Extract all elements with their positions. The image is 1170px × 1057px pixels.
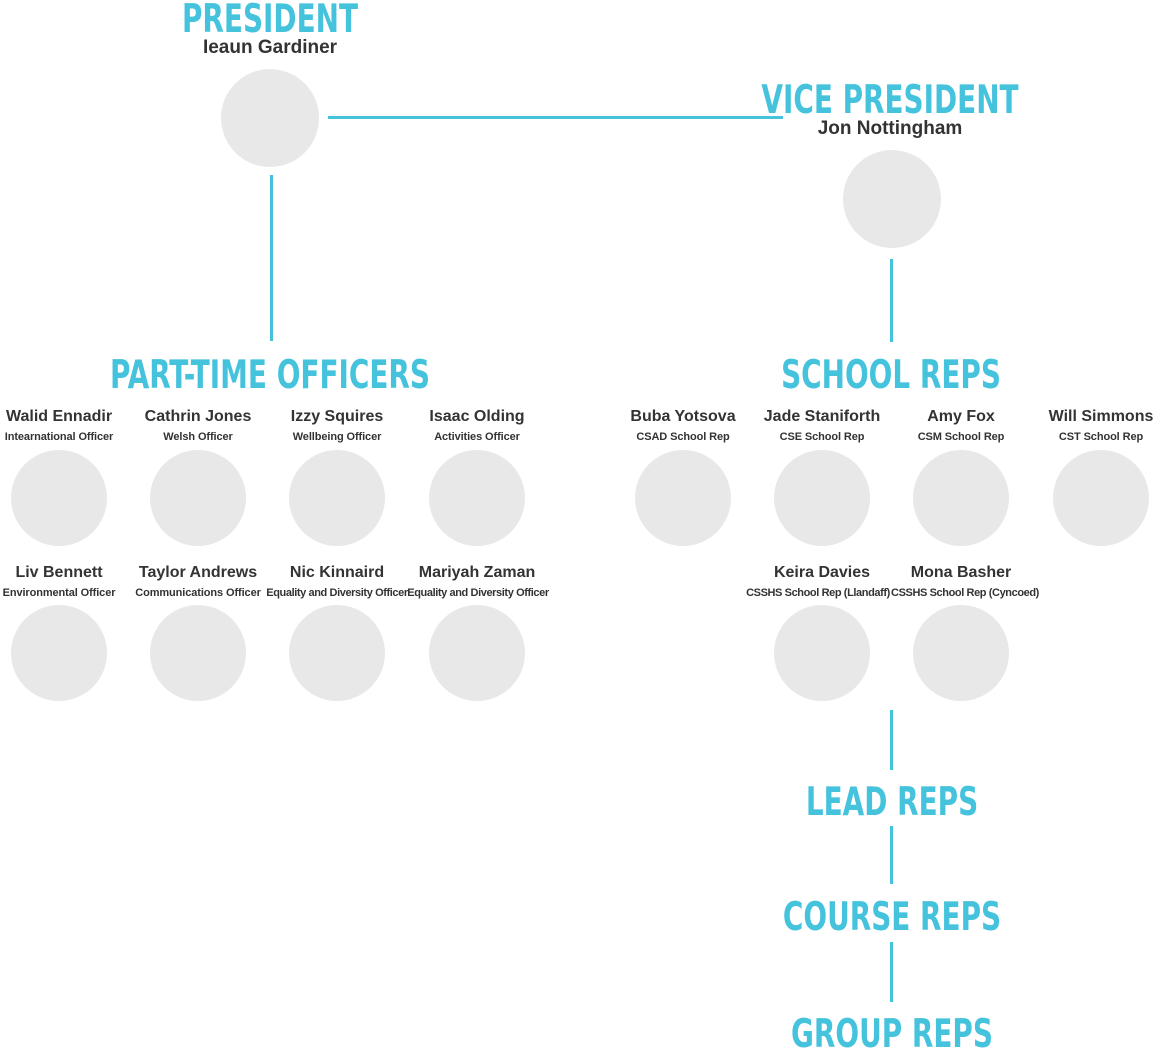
officer-avatar <box>150 605 246 701</box>
officer-role: Equality and Diversity Officer <box>407 587 549 599</box>
school-reps-title: SCHOOL REPS <box>781 352 1001 398</box>
schoolreps-leadreps-connector <box>890 710 893 770</box>
school-rep-avatar <box>1053 450 1149 546</box>
officer-name: Cathrin Jones <box>144 408 252 425</box>
school-rep-avatar <box>913 605 1009 701</box>
officer-role: Wellbeing Officer <box>292 431 382 443</box>
officer-avatar <box>429 605 525 701</box>
officer-name: Nic Kinnaird <box>289 564 385 581</box>
vp-schoolreps-connector <box>890 259 893 342</box>
officer-name: Taylor Andrews <box>138 564 258 581</box>
president-officers-connector <box>270 175 273 341</box>
president-avatar <box>221 69 319 167</box>
officer-name: Mariyah Zaman <box>418 564 536 581</box>
officer-name: Izzy Squires <box>290 408 384 425</box>
officer-role: Communications Officer <box>135 587 261 599</box>
coursereps-groupreps-connector <box>890 942 893 1002</box>
officer-role: Intearnational Officer <box>4 431 114 443</box>
officer-role: Welsh Officer <box>163 431 233 443</box>
course-reps-title: COURSE REPS <box>782 894 1002 940</box>
officer-role: Activities Officer <box>434 431 520 443</box>
part-time-officers-title: PART-TIME OFFICERS <box>110 352 430 398</box>
school-rep-name: Jade Staniforth <box>763 408 881 425</box>
officer-avatar <box>150 450 246 546</box>
vice-president-title: VICE PRESIDENT <box>761 77 1019 123</box>
school-rep-avatar <box>774 605 870 701</box>
officer-avatar <box>11 450 107 546</box>
vice-president-avatar <box>843 150 941 248</box>
officer-role: Equality and Diversity Officer <box>266 587 408 599</box>
lead-reps-title: LEAD REPS <box>805 779 979 825</box>
school-rep-name: Will Simmons <box>1048 408 1154 425</box>
president-name: Ieaun Gardiner <box>202 37 338 58</box>
school-rep-name: Keira Davies <box>773 564 871 581</box>
president-vp-connector <box>328 116 783 119</box>
school-rep-name: Mona Basher <box>910 564 1012 581</box>
group-reps-title: GROUP REPS <box>791 1011 993 1057</box>
leadreps-coursereps-connector <box>890 826 893 884</box>
vice-president-name: Jon Nottingham <box>817 118 963 139</box>
school-rep-role: CSE School Rep <box>779 431 865 443</box>
officer-avatar <box>289 450 385 546</box>
school-rep-avatar <box>913 450 1009 546</box>
officer-name: Liv Bennett <box>15 564 103 581</box>
officer-role: Environmental Officer <box>2 587 116 599</box>
officer-name: Walid Ennadir <box>5 408 113 425</box>
officer-avatar <box>11 605 107 701</box>
officer-name: Isaac Olding <box>429 408 525 425</box>
school-rep-avatar <box>774 450 870 546</box>
officer-avatar <box>289 605 385 701</box>
officer-avatar <box>429 450 525 546</box>
school-rep-role: CSSHS School Rep (Llandaff) <box>746 587 890 599</box>
school-rep-role: CSM School Rep <box>917 431 1005 443</box>
president-title: PRESIDENT <box>181 0 359 42</box>
school-rep-role: CSSHS School Rep (Cyncoed) <box>891 587 1039 599</box>
school-rep-role: CSAD School Rep <box>636 431 730 443</box>
school-rep-name: Buba Yotsova <box>630 408 736 425</box>
school-rep-name: Amy Fox <box>927 408 995 425</box>
school-rep-avatar <box>635 450 731 546</box>
school-rep-role: CST School Rep <box>1058 431 1144 443</box>
